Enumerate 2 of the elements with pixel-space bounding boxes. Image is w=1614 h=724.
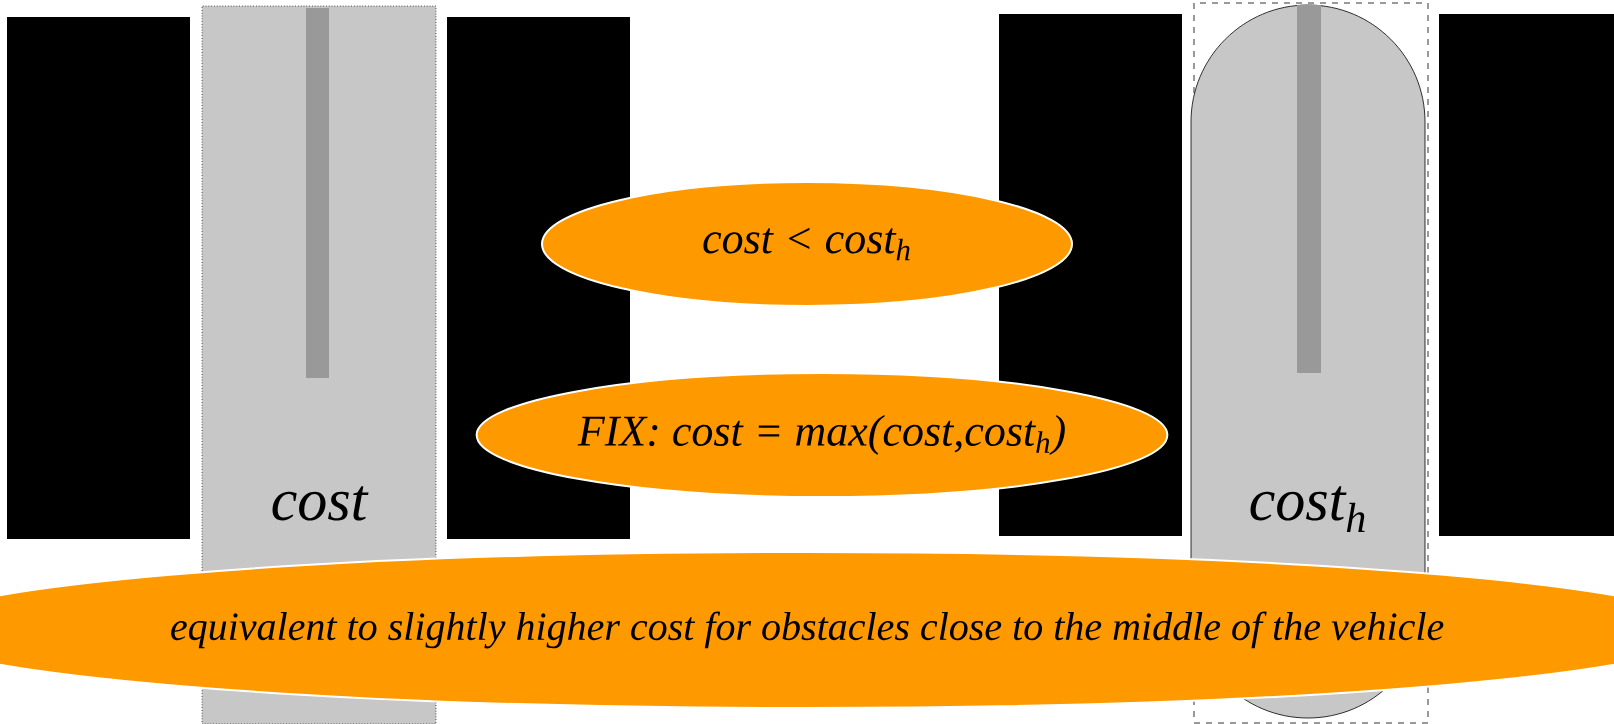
- obstacle-block: [1439, 14, 1614, 536]
- obstacle-block: [7, 17, 190, 539]
